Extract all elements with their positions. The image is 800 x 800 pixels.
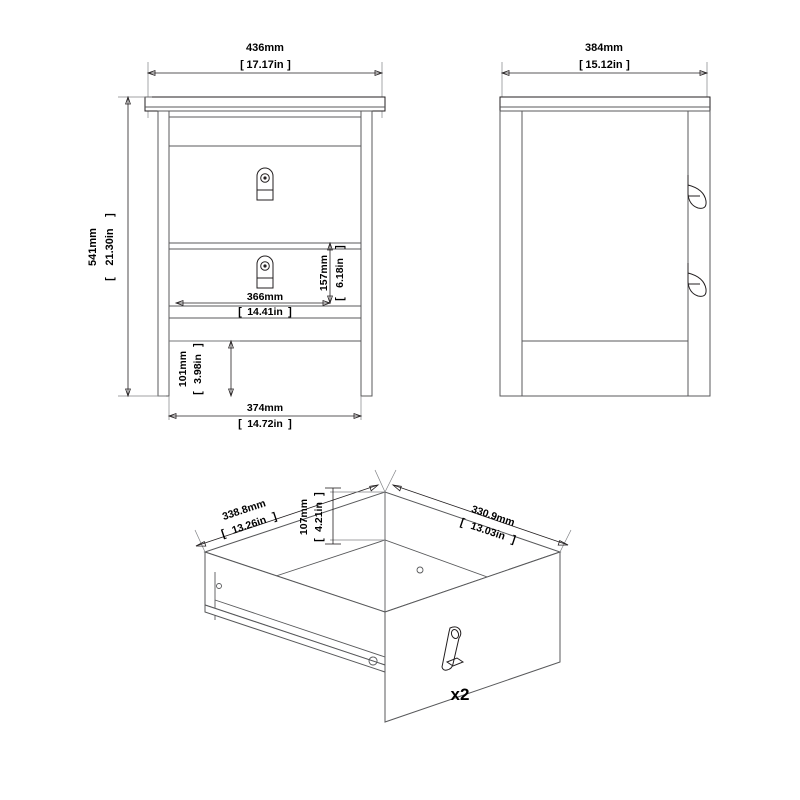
ext-line-drawer-width-b <box>559 529 572 553</box>
arrow-depth-right <box>699 70 709 76</box>
front-upper-drawer-face <box>168 145 362 244</box>
bracket-close-legspan: ] <box>288 418 292 430</box>
drawer-isometric-view: 338.8mm [ 13.26in ] 107mm [ 4.21in ] 330… <box>194 469 572 723</box>
bracket-close-drawer-sideheight: ] <box>313 492 325 496</box>
drawer-quantity-label: x2 <box>451 685 470 704</box>
arrow-drawer-height-top <box>327 241 333 251</box>
arrow-width-right <box>374 70 384 76</box>
front-lower-drawer-handle <box>256 255 274 289</box>
bracket-close-leg-height: ] <box>192 343 204 347</box>
dim-overall-width-mm: 436mm <box>246 42 284 54</box>
front-right-leg <box>360 110 373 397</box>
dim-drawer-height-mm: 157mm <box>318 255 330 291</box>
side-panel <box>521 110 689 342</box>
side-elevation-view: 384mm [ 15.12in ] <box>499 42 711 397</box>
bracket-close-front-width: ] <box>287 59 291 71</box>
bracket-open-legspan: [ <box>238 418 242 430</box>
arrow-width-left <box>146 70 156 76</box>
front-apron <box>168 317 362 342</box>
bracket-open-drawer-width: [ <box>238 306 242 318</box>
dim-overall-height-mm: 541mm <box>87 228 99 266</box>
drawer-front-panel <box>384 551 561 723</box>
arrow-drawer-width-b <box>557 540 569 546</box>
dim-overall-height-group: 541mm <box>87 228 99 266</box>
dim-line-drawer-width-iso <box>392 484 569 546</box>
front-left-leg <box>157 110 170 397</box>
front-elevation-view: 436mm [ 17.17in ] <box>87 42 386 430</box>
dim-drawer-height-group: 157mm <box>318 255 330 291</box>
side-front-leg <box>499 110 523 397</box>
bracket-open-drawer-depth: [ <box>220 528 228 541</box>
bracket-close-side-depth: ] <box>626 59 630 71</box>
side-upper-handle-profile <box>687 175 707 209</box>
dim-leg-height-mm: 101mm <box>177 351 189 387</box>
arrow-legspan-left <box>167 413 177 419</box>
dim-overall-depth-in: 15.12in <box>585 59 623 71</box>
dim-drawer-height-in: 6.18in <box>334 258 346 288</box>
dim-drawer-height-inch-group: [ 6.18in ] <box>334 245 346 301</box>
bracket-open-drawer-width-iso: [ <box>459 516 467 529</box>
arrow-height-top <box>125 95 131 105</box>
dim-overall-height-in: 21.30in <box>104 228 116 266</box>
bracket-open-leg-height: [ <box>192 391 204 395</box>
dim-drawer-side-height-group: 107mm <box>298 499 310 535</box>
side-lower-handle-profile <box>687 263 707 297</box>
bracket-open-drawer-sideheight: [ <box>313 538 325 542</box>
front-mid-rail <box>168 242 362 250</box>
drawer-left-screw-hole-a <box>216 583 222 589</box>
drawer-front-handle <box>441 626 465 671</box>
dim-drawer-width-in: 14.41in <box>247 306 283 318</box>
dim-leg-span-in: 14.72in <box>247 418 283 430</box>
dim-drawer-width-mm: 366mm <box>247 291 283 303</box>
dim-overall-width-in: 17.17in <box>246 59 284 71</box>
bracket-close-drawer-width-iso: ] <box>510 534 518 547</box>
dim-drawer-side-height-inch-group: [ 4.21in ] <box>313 492 325 542</box>
dim-line-drawer-depth <box>195 484 379 547</box>
dim-leg-height-in: 3.98in <box>192 354 204 384</box>
arrow-leg-height-bottom <box>228 388 234 398</box>
side-rear-leg <box>687 110 711 397</box>
drawer-cam-hole <box>416 566 424 574</box>
drawer-left-band-line <box>214 599 386 658</box>
dim-leg-height-group: 101mm <box>177 351 189 387</box>
dim-leg-height-inch-group: [ 3.98in ] <box>192 343 204 395</box>
arrow-drawer-width-a <box>391 484 402 492</box>
dim-leg-span-mm: 374mm <box>247 402 283 414</box>
dim-overall-depth-mm: 384mm <box>585 42 623 54</box>
arrow-height-bottom <box>125 388 131 398</box>
arrow-drawer-depth-a <box>195 541 207 547</box>
front-top-panel <box>144 96 386 112</box>
bracket-close-front-height: ] <box>104 213 116 217</box>
arrow-depth-left <box>500 70 510 76</box>
arrow-legspan-right <box>353 413 363 419</box>
drawer-slide-hole <box>368 656 378 666</box>
bracket-open-drawer-height: [ <box>334 297 346 301</box>
arrow-drawer-width-left <box>174 300 184 306</box>
ext-line-drawer-depth-a <box>194 529 206 553</box>
arrow-drawer-width-right <box>322 300 332 306</box>
side-top-panel <box>499 96 711 112</box>
front-upper-drawer-handle <box>256 167 274 201</box>
bracket-close-drawer-height: ] <box>334 245 346 249</box>
ext-line-drawer-width-a <box>384 469 397 493</box>
bracket-close-drawer-depth: ] <box>271 510 279 523</box>
dim-overall-height-inch-group: [ 21.30in ] <box>104 213 116 281</box>
bracket-open-side-depth: [ <box>579 59 583 71</box>
ext-line-drawer-depth-b <box>374 469 386 493</box>
arrow-drawer-depth-b <box>369 484 380 492</box>
bracket-open-front-height: [ <box>104 277 116 281</box>
dim-drawer-side-height-in: 4.21in <box>313 502 325 532</box>
dim-drawer-side-height-mm: 107mm <box>298 499 310 535</box>
front-top-rail <box>168 116 362 147</box>
arrow-drawer-height-bottom <box>327 295 333 305</box>
arrow-leg-height-top <box>228 339 234 349</box>
bracket-close-drawer-width: ] <box>288 306 292 318</box>
bracket-open-front-width: [ <box>240 59 244 71</box>
